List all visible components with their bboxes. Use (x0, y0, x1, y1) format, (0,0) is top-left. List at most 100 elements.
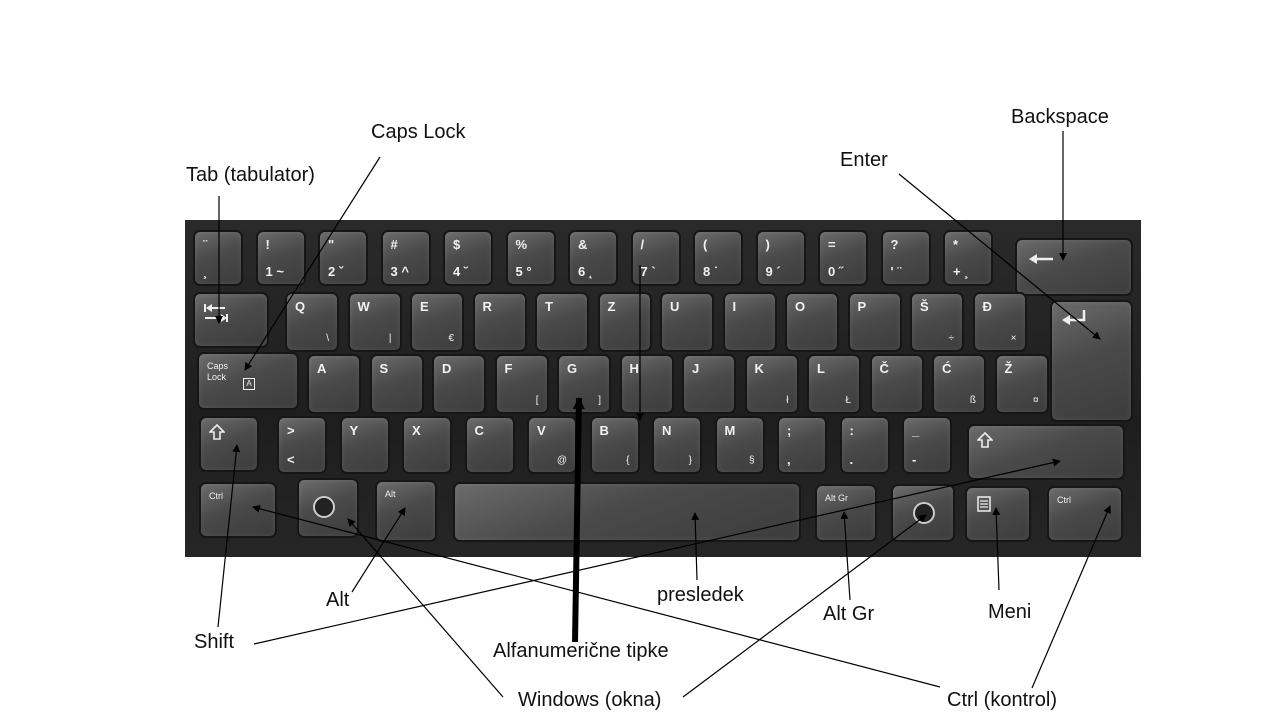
key-sublabel: + ¸ (953, 264, 969, 279)
key-label: T (545, 299, 553, 314)
key-label: # (390, 237, 398, 252)
key-row1-1: !1 ~ (255, 230, 306, 286)
windows-logo-icon (913, 502, 935, 524)
key-row1-12: *+ ¸ (943, 230, 993, 286)
key-label: Q (295, 299, 306, 314)
key-label: & (578, 237, 588, 252)
keyboard-photo: Caps Lock A Ctrl Alt Alt Gr (185, 220, 1141, 557)
label-presledek: presledek (657, 584, 744, 606)
key-label: J (692, 361, 700, 376)
key-label: > (287, 423, 295, 438)
caps-key-bottom-label: Lock (207, 372, 227, 382)
label-alfanumericne-tipke: Alfanumerične tipke (493, 640, 669, 662)
label-alt: Alt (326, 589, 350, 611)
key-sublabel: 1 ~ (265, 264, 284, 279)
key-label: H (629, 361, 639, 376)
key-label: L (817, 361, 825, 376)
key-row2-2: E€ (410, 292, 464, 352)
key-row1-9: )9 ´ (755, 230, 806, 286)
key-sublabel: 7 ` (640, 264, 656, 279)
key-label: Đ (982, 299, 992, 314)
key-row1-5: %5 ° (505, 230, 556, 286)
key-label: E (420, 299, 429, 314)
key-row4-2: X (402, 416, 452, 474)
key-row1-4: $4 ˘ (443, 230, 493, 286)
key-sublabel: 4 ˘ (453, 264, 469, 279)
key-row2-10: Š÷ (910, 292, 964, 352)
label-ctrl: Ctrl (kontrol) (947, 689, 1058, 711)
key-label: U (670, 299, 680, 314)
key-sublabel: ¸ (203, 264, 208, 279)
key-altgr-label: € (448, 333, 454, 344)
caps-lock-indicator-icon: A (243, 378, 255, 390)
key-label: Y (349, 423, 359, 438)
key-label: ; (787, 423, 792, 438)
key-label: M (724, 423, 736, 438)
key-label: A (317, 361, 327, 376)
key-sublabel: < (287, 452, 295, 467)
shift-arrow-icon (209, 424, 225, 440)
key-label: B (599, 423, 609, 438)
key-label: Ć (942, 361, 952, 376)
key-row3-3: F[ (494, 354, 549, 414)
key-row3-0: A (307, 354, 361, 414)
key-row1-3: #3 ^ (380, 230, 431, 286)
key-row1-7: / 7 ` (630, 230, 681, 286)
key-altgr-label: ] (598, 395, 601, 406)
key-label: _ (912, 423, 920, 438)
left-windows-key (297, 478, 359, 538)
key-label: ? (890, 237, 899, 252)
key-altgr-label: } (688, 455, 692, 466)
key-label: " (328, 237, 335, 252)
caps-lock-key: Caps Lock A (197, 352, 299, 410)
key-row3-6: J (682, 354, 736, 414)
backspace-key (1015, 238, 1133, 296)
key-row3-2: D (432, 354, 486, 414)
alt-key-label: Alt (385, 489, 396, 499)
key-label: D (442, 361, 452, 376)
key-row2-0: Q\ (285, 292, 339, 352)
key-label: Š (920, 299, 929, 314)
key-label: : (849, 423, 854, 438)
shift-arrow-icon (977, 432, 993, 448)
key-label: Z (607, 299, 616, 314)
label-alt-gr: Alt Gr (823, 603, 875, 625)
key-row4-6: N} (652, 416, 702, 474)
label-windows: Windows (okna) (518, 689, 662, 711)
key-row3-11: Ž¤ (994, 354, 1049, 414)
key-label: P (857, 299, 867, 314)
left-ctrl-key: Ctrl (199, 482, 277, 538)
key-sublabel: 3 ^ (390, 264, 409, 279)
label-caps-lock: Caps Lock (371, 121, 466, 143)
key-row2-11: Đ× (972, 292, 1027, 352)
key-row4-1: Y (339, 416, 390, 474)
key-row4-7: M§ (714, 416, 765, 474)
tab-key (193, 292, 269, 348)
right-ctrl-key: Ctrl (1047, 486, 1123, 542)
key-label: ( (703, 237, 708, 252)
left-shift-key (199, 416, 259, 472)
key-row2-6: U (660, 292, 714, 352)
key-altgr-label: \ (326, 333, 329, 344)
caps-key-top-label: Caps (207, 361, 229, 371)
key-row4-0: >< (277, 416, 327, 474)
key-label: N (662, 423, 672, 438)
space-bar (453, 482, 801, 542)
key-label: R (482, 299, 492, 314)
key-row3-4: G] (557, 354, 611, 414)
key-label: / (640, 237, 645, 252)
key-altgr-label: Ł (845, 395, 851, 406)
key-row1-11: ? ' ¨ (880, 230, 931, 286)
key-row3-5: H (619, 354, 674, 414)
key-altgr-label: × (1010, 333, 1017, 344)
right-shift-key (967, 424, 1125, 480)
windows-logo-icon (313, 496, 335, 518)
key-label: ) (765, 237, 770, 252)
key-label: F (504, 361, 513, 376)
menu-key (965, 486, 1031, 542)
key-row4-4: V@ (527, 416, 577, 474)
key-label: W (357, 299, 370, 314)
key-sublabel: ' ¨ (890, 264, 902, 279)
